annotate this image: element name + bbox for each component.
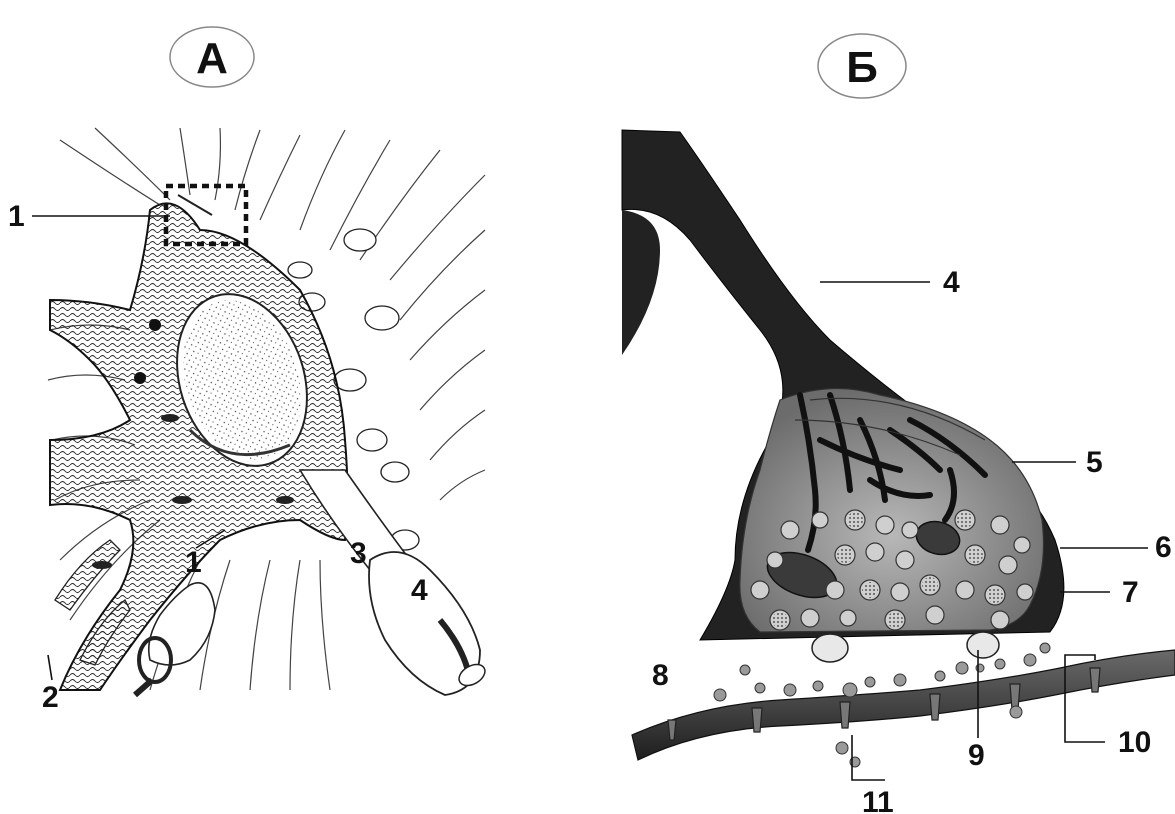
callout-b-9: 9 [968,739,985,772]
callout-b-5: 5 [1086,446,1103,479]
callout-b-7: 7 [1122,576,1139,609]
callout-b-8: 8 [652,659,669,692]
panel-b-label: Б [846,43,878,92]
callout-a-4: 4 [411,574,428,607]
callout-a-2: 2 [42,681,59,714]
callout-b-10: 10 [1118,726,1151,759]
panel-a-label: А [196,34,228,83]
callout-b-11: 11 [862,786,894,814]
callout-a-1-bottom: 1 [185,546,202,579]
panel-a: А [8,27,490,714]
callout-a-1-top: 1 [8,200,25,233]
exocytosis-sites [812,632,999,662]
neuron-cell-drawing [45,125,490,695]
callout-a-3: 3 [350,537,367,570]
callout-b-6: 6 [1155,531,1172,564]
postsynaptic-membrane [632,650,1175,760]
panel-b: Б [622,34,1175,814]
callout-b-4: 4 [943,266,960,299]
